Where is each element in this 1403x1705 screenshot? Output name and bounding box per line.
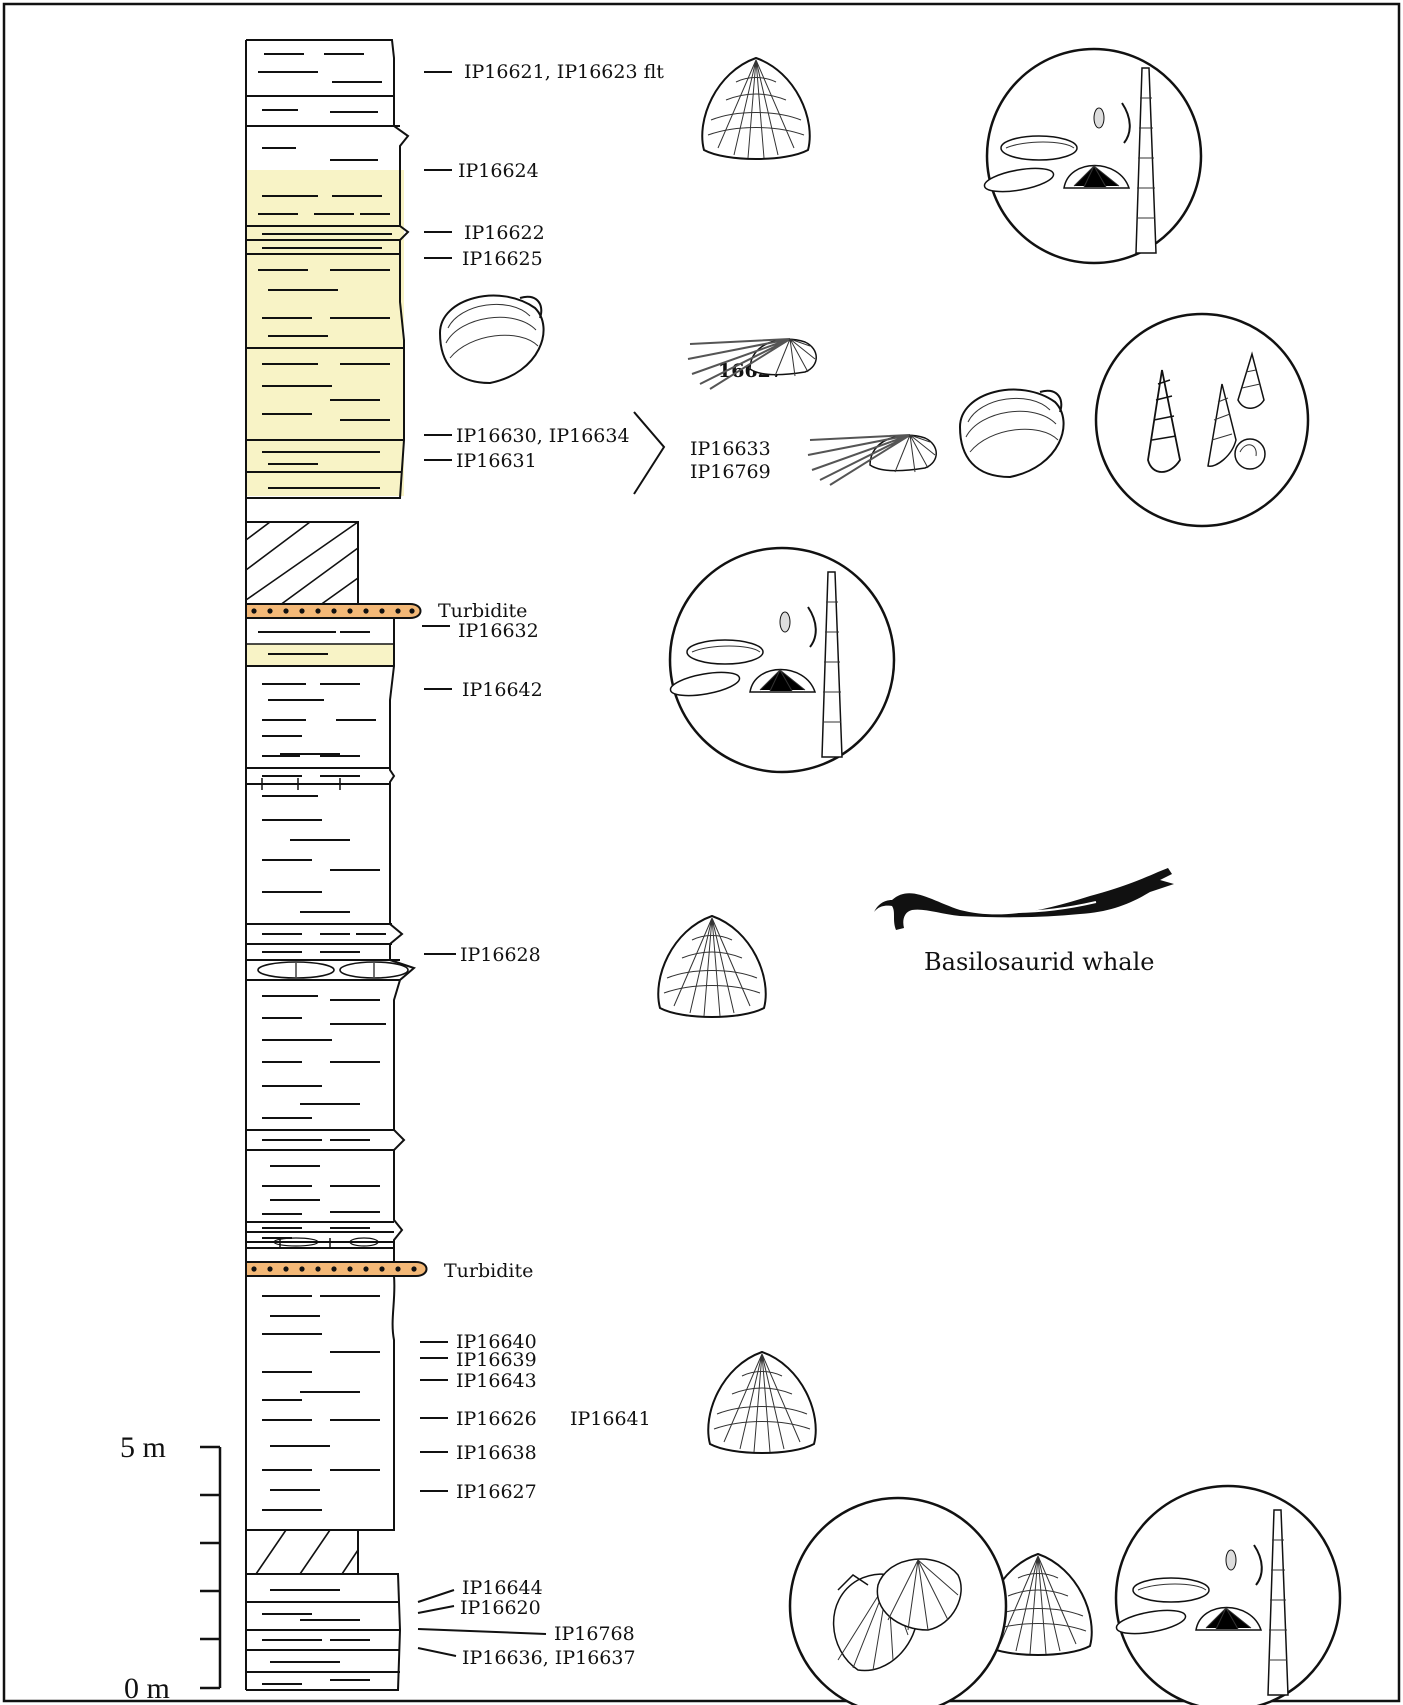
bivalve-icon — [440, 296, 544, 383]
whale-caption: Basilosaurid whale — [924, 948, 1154, 976]
sample-label: IP16620 — [460, 1597, 541, 1619]
sample-label: IP16633 — [690, 438, 771, 460]
stratigraphic-column — [246, 40, 427, 1690]
fossil-assemblage-icon — [983, 49, 1201, 263]
bivalve-icon — [960, 390, 1064, 477]
sample-label: IP16630, IP16634 — [456, 425, 630, 447]
hatched-interval-2 — [246, 1530, 358, 1574]
sample-label: IP16639 — [456, 1349, 537, 1371]
bivalve-icon — [658, 916, 765, 1017]
sample-label: IP16622 — [464, 222, 545, 244]
fossil-assemblage-icon — [669, 548, 894, 772]
bivalve-icon — [702, 58, 809, 159]
sample-label: IP16624 — [458, 160, 539, 182]
fossil-assemblage-icon — [1115, 1486, 1340, 1705]
sample-label: IP16636, IP16637 — [462, 1647, 636, 1669]
sample-label: IP16627 — [456, 1481, 537, 1503]
scallop-icon — [790, 1498, 1006, 1705]
sample-label: IP16642 — [462, 679, 543, 701]
turbidite-label-lower: Turbidite — [444, 1260, 533, 1282]
sample-label: IP16621, IP16623 flt — [464, 61, 664, 83]
sample-label: IP16769 — [690, 461, 771, 483]
sample-label: IP16644 — [462, 1577, 543, 1599]
whale-silhouette-icon — [874, 868, 1174, 930]
hatched-interval-1 — [246, 522, 358, 608]
sample-label: IP16625 — [462, 248, 543, 270]
scale-label-0m: 0 m — [124, 1672, 170, 1705]
sample-label: IP16643 — [456, 1370, 537, 1392]
scale-bar — [200, 1447, 220, 1688]
turbidite-label-upper: Turbidite — [438, 600, 527, 622]
sandstone-interval-upper — [246, 170, 404, 496]
bivalve-icon — [708, 1352, 815, 1453]
gastropod-assemblage-icon — [1096, 314, 1308, 526]
radial-shell-icon — [808, 435, 936, 485]
sample-label: IP16626 — [456, 1408, 537, 1430]
sample-label: IP16641 — [570, 1408, 651, 1430]
sample-label: IP16632 — [458, 620, 539, 642]
sample-label: IP16628 — [460, 944, 541, 966]
bracket-chevron — [634, 412, 664, 494]
sample-label: IP16638 — [456, 1442, 537, 1464]
scale-label-5m: 5 m — [120, 1431, 166, 1464]
sample-label: IP16768 — [554, 1623, 635, 1645]
sample-label: IP16631 — [456, 450, 537, 472]
